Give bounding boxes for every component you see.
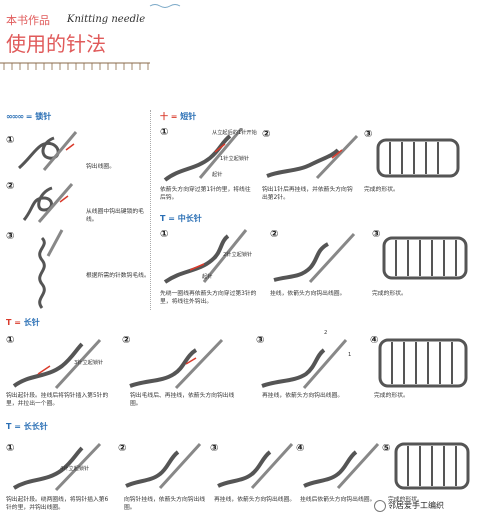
page-title: 使用的针法 [6, 32, 106, 56]
dc-step-1-illustration [12, 338, 102, 390]
chain-step-3-illustration [38, 229, 64, 309]
hdc-step-3-illustration [382, 236, 468, 280]
dc-step-2-illustration [129, 338, 224, 390]
hdc-step-2-number: ② [270, 229, 279, 240]
tr-step-4-number: ④ [296, 443, 305, 454]
sc-step-2-text: 钩出1针后再挂线，并依箭头方向钩出第2针。 [262, 187, 353, 201]
watermark-icon [374, 500, 386, 512]
header-decoration [0, 4, 181, 70]
hdc-step-3-text: 完成的形状。 [372, 291, 407, 297]
tr-step-1-number: ① [6, 443, 15, 454]
sc-step-2-illustration [266, 134, 359, 180]
chain-step-2-text: 从线圈中钩出键锁的毛线。 [86, 209, 144, 223]
tr-step-3-number: ③ [210, 443, 219, 454]
sc-label-end: 起针 [212, 172, 223, 178]
sc-step-3-text: 完成的形状。 [364, 187, 399, 193]
section-title-dc: T = 长针 [6, 318, 40, 327]
dc-step-3-number: ③ [256, 335, 265, 346]
dc-marker-2: 2 [324, 330, 328, 336]
sc-step-3-number: ③ [364, 129, 373, 140]
dc-step-4-text: 完成的形状。 [374, 393, 409, 399]
tr-label-c4: 4针立起锁针 [60, 466, 90, 472]
hdc-step-3-number: ③ [372, 229, 381, 240]
hdc-step-2-illustration [273, 232, 356, 284]
tr-step-4-text: 挂线后依箭头方向钩出线圈。 [300, 497, 376, 503]
header-subtitle: 本书作品 [6, 14, 50, 27]
hdc-step-1-illustration [163, 229, 248, 284]
dc-label-c3: 3针立起锁针 [74, 360, 104, 366]
dc-step-3-illustration [261, 339, 348, 389]
dc-step-2-number: ② [122, 335, 131, 346]
dc-step-1-text: 钩出起针段。挂线后将钩针插入第5针的里，并拉出一个圈。 [6, 393, 109, 407]
hdc-label-start: 起针 [202, 274, 213, 280]
sc-step-3-illustration [376, 138, 460, 178]
tr-step-5-number: ⑤ [382, 443, 391, 454]
tr-step-5-illustration [394, 442, 470, 490]
dc-marker-1: 1 [348, 352, 352, 358]
sc-step-1-text: 依箭头方向穿过第1针的里，将线往后钩。 [160, 187, 251, 201]
tr-step-5-text: 完成的形状。 [388, 497, 423, 503]
tr-step-1-illustration [12, 442, 102, 492]
sc-step-2-number: ② [262, 129, 271, 140]
watermark-text: 邻居爱手工编织 [388, 501, 444, 510]
column-divider [150, 110, 151, 310]
hdc-step-2-text: 挂线，依箭头方向钩出线圈。 [270, 291, 346, 297]
tr-step-2-text: 向钩针挂线，依箭头方向钩出线圈。 [124, 497, 206, 511]
tr-step-3-text: 再挂线，依箭头方向钩出线圈。 [214, 497, 296, 503]
tr-step-3-illustration [217, 442, 294, 490]
sc-step-1-number: ① [160, 127, 169, 138]
dc-step-3-text: 再挂线，依箭头方向钩出线圈。 [262, 393, 344, 399]
tr-step-4-illustration [303, 442, 380, 490]
section-title-hdc: T = 中长针 [160, 214, 202, 223]
tr-step-2-illustration [125, 442, 202, 490]
chain-step-1-illustration [18, 131, 78, 171]
hdc-label-c2: 2针立起锁针 [223, 252, 253, 258]
dc-step-4-illustration [378, 338, 468, 388]
chain-step-2-illustration [22, 183, 74, 223]
sc-step-1-illustration [163, 128, 244, 182]
tr-step-2-number: ② [118, 443, 127, 454]
chain-step-1-text: 钩出线圈。 [86, 164, 115, 170]
header-script-text: Knitting needle [67, 14, 146, 25]
section-title-sc: 十 = 短针 [160, 112, 197, 121]
sc-label-start: 从立起后的1针开始 [212, 130, 257, 136]
dc-step-1-number: ① [6, 335, 15, 346]
chain-step-3-text: 根据所需的针数钩毛线。 [86, 273, 150, 279]
chain-step-2-number: ② [6, 181, 15, 192]
sc-label-c1: 1针立起锁针 [220, 156, 250, 162]
chain-step-1-number: ① [6, 135, 15, 146]
section-title-chain: ∞∞∞ = 锁针 [6, 112, 52, 121]
hdc-step-1-number: ① [160, 229, 169, 240]
chain-step-3-number: ③ [6, 231, 15, 242]
dc-step-2-text: 钩出毛线后、再挂线，依箭头方向钩出线圈。 [130, 393, 235, 407]
section-title-tr: T = 长长针 [6, 422, 48, 431]
hdc-step-1-text: 先绕一圈线再依箭头方向穿过第3针的里，将线往外钩出。 [160, 291, 257, 305]
dc-step-4-number: ④ [370, 335, 379, 346]
tr-step-1-text: 钩出起针段。绕两圈线，将钩针插入第6针的里，并钩出线圈。 [6, 497, 109, 511]
